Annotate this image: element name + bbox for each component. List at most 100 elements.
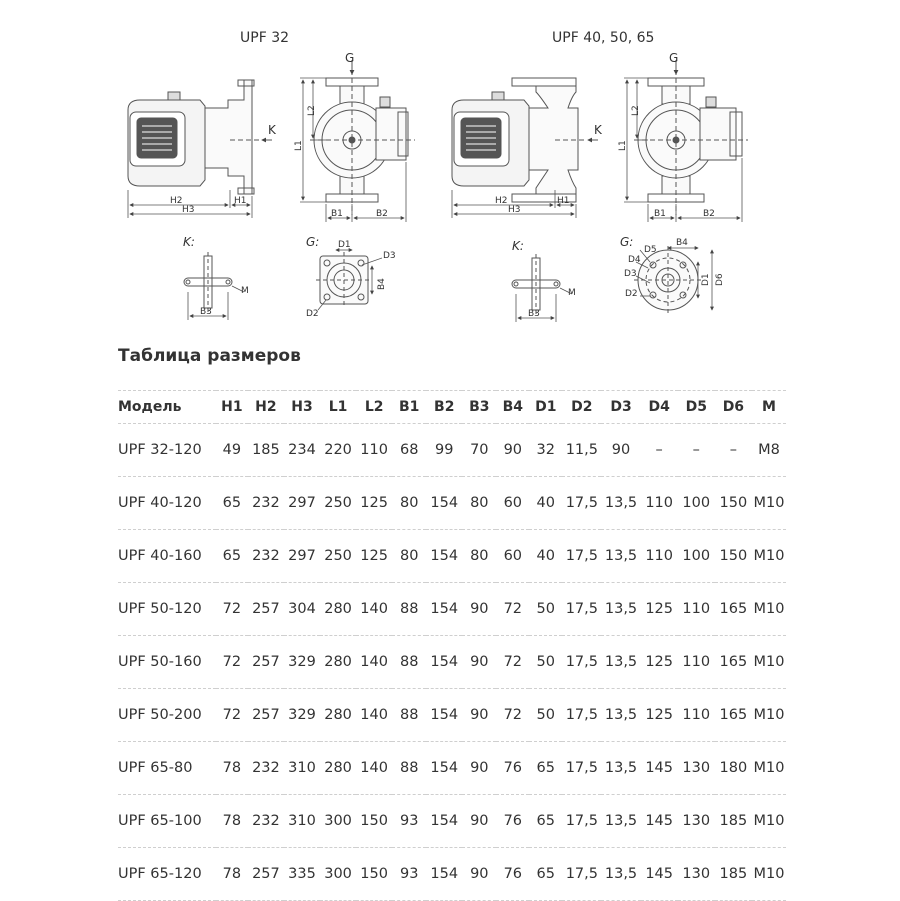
dimension-cell: 65: [536, 813, 555, 829]
dim-l2-left: L2: [307, 105, 317, 116]
dimension-cell: 257: [252, 654, 280, 670]
dimension-cell: 300: [324, 813, 352, 829]
dimension-cell: M8: [758, 442, 780, 458]
dim-b4-right: B4: [676, 238, 688, 248]
column-header-b2: B2: [434, 399, 455, 415]
dimension-cell: M10: [753, 654, 785, 670]
dimension-cell: 100: [682, 495, 711, 511]
dimension-cell: 150: [360, 813, 388, 829]
dimension-cell: 78: [222, 866, 242, 882]
dimension-cell: 90: [470, 654, 489, 670]
column-header-d1: D1: [535, 399, 557, 415]
dimension-cell: 110: [645, 495, 673, 511]
dimension-cell: 90: [503, 442, 523, 458]
dimension-cell: 154: [430, 707, 459, 723]
dimension-cell: 13,5: [604, 495, 638, 511]
model-cell: UPF 50-200: [118, 706, 202, 723]
dimension-cell: 76: [503, 760, 523, 776]
column-header-m: M: [762, 399, 776, 415]
dimension-cell: 125: [645, 707, 673, 723]
g-view-label-left: G:: [306, 235, 319, 249]
view-title-upf32: UPF 32: [240, 30, 289, 46]
dimension-cell: 110: [682, 707, 711, 723]
dimension-cell: 280: [324, 654, 352, 670]
dimension-cell: –: [729, 442, 737, 458]
dimension-cell: 300: [324, 866, 352, 882]
upf32-front-view: [310, 60, 415, 215]
dimension-cell: 76: [503, 813, 523, 829]
dimension-cell: 100: [682, 548, 711, 564]
dim-d6-right: D6: [715, 273, 725, 286]
dim-l1-right: L1: [618, 140, 628, 151]
dim-d4-right: D4: [628, 255, 641, 265]
dimension-cell: 297: [288, 495, 316, 511]
dimension-cell: 72: [222, 601, 242, 617]
dim-d2-right: D2: [625, 289, 638, 299]
dimension-cell: 80: [399, 495, 419, 511]
dimension-cell: 13,5: [604, 866, 638, 882]
dimension-cell: 90: [470, 866, 489, 882]
dimension-cell: M10: [753, 813, 785, 829]
dimension-cell: –: [692, 442, 700, 458]
dim-b4-left: B4: [377, 278, 387, 290]
model-cell: UPF 50-160: [118, 653, 202, 670]
model-cell: UPF 50-120: [118, 600, 202, 617]
dimension-cell: 80: [399, 548, 419, 564]
column-header-l2: L2: [364, 399, 384, 415]
dim-h3-right: H3: [508, 205, 521, 215]
dimension-cell: 154: [430, 813, 459, 829]
dimension-cell: 88: [399, 760, 419, 776]
dimension-cell: 72: [222, 654, 242, 670]
dim-m-right: M: [568, 288, 576, 298]
column-header-b4: B4: [502, 399, 523, 415]
dimension-cell: 140: [360, 707, 388, 723]
dimension-cell: 220: [324, 442, 352, 458]
dimension-cell: 13,5: [604, 601, 638, 617]
dimension-cell: M10: [753, 495, 785, 511]
dim-b3-left: B3: [200, 307, 212, 317]
dimension-cell: 125: [360, 495, 388, 511]
dimension-cell: 154: [430, 601, 459, 617]
column-header-d4: D4: [648, 399, 670, 415]
dimension-cell: 145: [645, 813, 673, 829]
dimension-cell: 280: [324, 601, 352, 617]
dimension-cell: 17,5: [565, 866, 598, 882]
g-view-label-right: G:: [620, 235, 633, 249]
dimension-cell: 140: [360, 760, 388, 776]
label-k-right: K: [594, 123, 603, 137]
dimension-cell: 88: [399, 654, 419, 670]
dimension-cell: 140: [360, 601, 388, 617]
dim-h2-left: H2: [170, 196, 183, 206]
dimension-cell: 65: [536, 760, 555, 776]
dim-d3-right: D3: [624, 269, 637, 279]
dimension-cell: 150: [719, 548, 748, 564]
label-g-left: G: [345, 51, 354, 65]
dimension-cell: 145: [645, 866, 673, 882]
dimension-cell: 76: [503, 866, 523, 882]
dimension-cell: 110: [360, 442, 388, 458]
dimension-cell: 125: [645, 654, 673, 670]
dimension-cell: 232: [252, 760, 280, 776]
dimension-cell: 49: [222, 442, 242, 458]
dimension-cell: 280: [324, 707, 352, 723]
dimension-cell: 88: [399, 707, 419, 723]
g-view-right: [634, 246, 702, 314]
dim-b1-right: B1: [654, 209, 666, 219]
dimension-cell: 310: [288, 813, 316, 829]
column-header-l1: L1: [328, 399, 348, 415]
dimension-cell: 90: [470, 813, 489, 829]
dimension-cell: 99: [435, 442, 454, 458]
dimension-cell: 65: [536, 866, 555, 882]
dim-b1-left: B1: [331, 209, 343, 219]
label-g-right: G: [669, 51, 678, 65]
dim-d2-left: D2: [306, 309, 319, 319]
dimension-cell: 154: [430, 495, 459, 511]
dimension-cell: 185: [719, 866, 748, 882]
label-k-left: K: [268, 123, 277, 137]
dimension-cell: 232: [252, 495, 280, 511]
dimension-cell: 80: [470, 548, 489, 564]
dim-h1-left: H1: [234, 196, 247, 206]
